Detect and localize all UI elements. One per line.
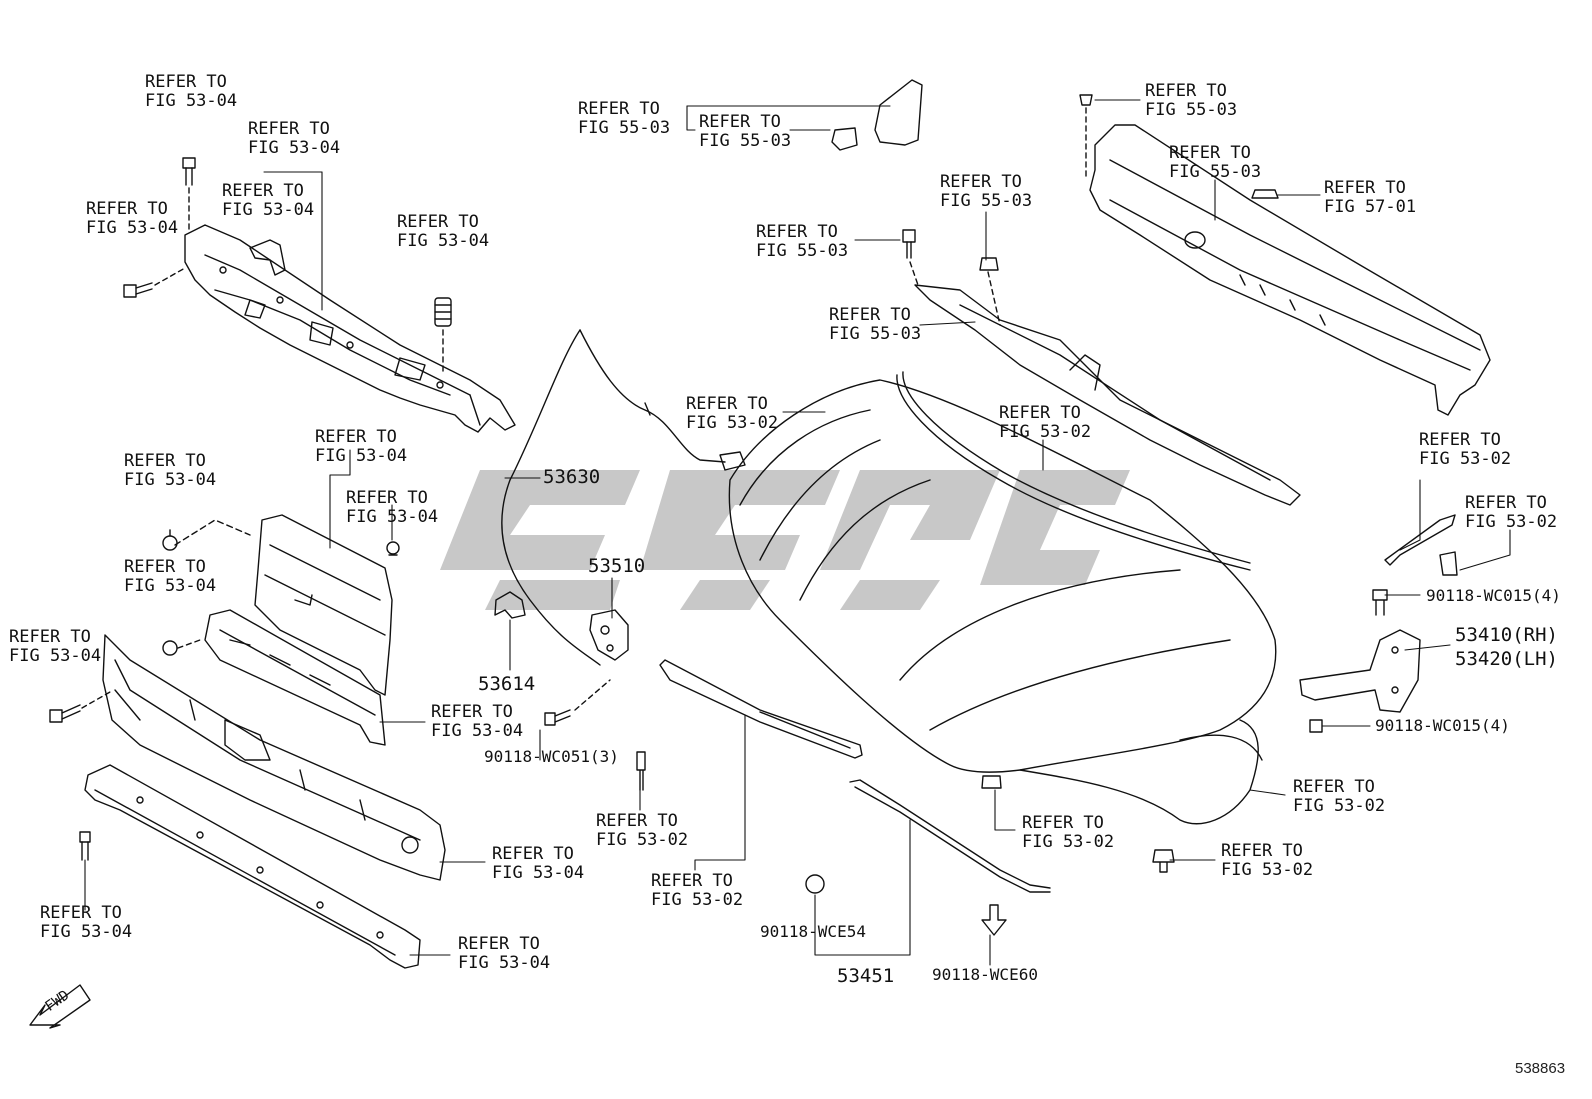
clip-icon [831, 127, 858, 151]
bolt-icon [182, 157, 196, 233]
bolt-icon [49, 691, 111, 723]
release-cable [501, 329, 601, 666]
bolt-icon [162, 529, 178, 551]
clip-icon [902, 229, 919, 286]
part-number-53451: 53451 [837, 965, 895, 987]
rubber-cushion-icon [434, 297, 452, 373]
diagram-id: 538863 [1515, 1060, 1566, 1077]
clip-icon [1079, 94, 1093, 181]
clip-icon [979, 257, 1001, 326]
lower-crossmember [102, 634, 446, 881]
bolt-icon [123, 267, 186, 298]
part-number-90118-wce60: 90118-WCE60 [932, 965, 1038, 984]
bolt-icon [1309, 719, 1323, 733]
part-number-90118-wc015-b: 90118-WC015(4) [1375, 716, 1510, 735]
lower-support-bar [84, 764, 421, 969]
clip-icon [1439, 551, 1458, 576]
cowl-top-ventilator [1089, 124, 1491, 416]
clip-icon [386, 541, 400, 556]
part-number-53630: 53630 [543, 466, 601, 488]
hood-support-rod [849, 779, 1051, 889]
clip-icon [981, 904, 1007, 936]
part-number-53614: 53614 [478, 673, 536, 695]
cushion-icon [981, 775, 1002, 789]
small-bracket [249, 239, 286, 276]
part-number-90118-wce54: 90118-WCE54 [760, 922, 866, 941]
hood-panel [728, 379, 1277, 825]
hinge-cover [1384, 514, 1456, 566]
bolt-icon [162, 639, 201, 656]
cap-icon [1251, 189, 1279, 199]
bolt-icon [1372, 589, 1388, 616]
part-number-53410: 53410(RH) [1455, 624, 1558, 646]
release-cable [579, 329, 726, 463]
part-number-90118-wc015-a: 90118-WC015(4) [1426, 586, 1561, 605]
hood-hinge [1299, 629, 1421, 713]
fwd-arrow-icon [29, 984, 91, 1029]
radiator-seal [204, 609, 386, 746]
hood-seal [896, 374, 1251, 571]
clip-icon [636, 751, 646, 791]
watermark-logo [440, 470, 1130, 610]
cowl-side-panel [874, 79, 923, 146]
part-number-53420: 53420(LH) [1455, 648, 1558, 670]
bolt-icon [544, 679, 611, 726]
bolt-icon [79, 831, 91, 861]
cowl-seal [914, 284, 1301, 506]
cable-clip [494, 591, 526, 619]
air-guide-seal [254, 514, 393, 696]
upper-radiator-support [184, 224, 516, 433]
part-number-90118-wc051: 90118-WC051(3) [484, 747, 619, 766]
leader-lines [84, 99, 1511, 966]
hood-lock [589, 609, 629, 661]
part-number-53510: 53510 [588, 555, 646, 577]
hood-front-molding [659, 659, 863, 759]
plug-icon [805, 874, 825, 894]
clip-icon [1152, 849, 1175, 873]
